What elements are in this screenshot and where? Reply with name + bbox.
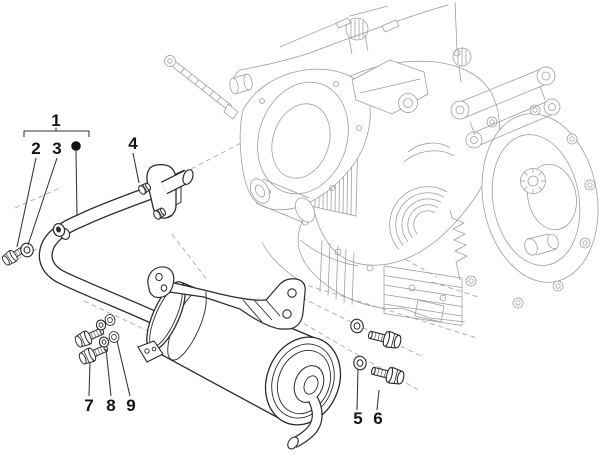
callout-label-9: 9 <box>126 396 135 415</box>
washer-9b <box>107 330 121 344</box>
leader-dot <box>75 150 78 217</box>
tailpipe-open-end <box>287 436 299 450</box>
callout-leaders <box>16 127 380 411</box>
muffler-assembly <box>137 266 342 450</box>
callout-label-1: 1 <box>51 111 60 130</box>
group-bracket-1 <box>23 127 90 137</box>
pipe-hanger-boss <box>52 223 71 240</box>
leader-7 <box>88 361 91 397</box>
leader-8 <box>105 348 112 397</box>
callout-labels: 1 2 3 4 5 6 7 8 9 <box>31 111 382 428</box>
bolt-6a <box>366 326 403 351</box>
muffler-bracket <box>147 266 306 330</box>
callout-label-6: 6 <box>373 409 382 428</box>
muffler-bracket-ear <box>147 266 175 299</box>
bracket-hole-upper <box>287 288 297 298</box>
muffler-front-tab <box>137 340 164 363</box>
engine-illustration <box>164 1 599 326</box>
washer-5a <box>349 317 365 335</box>
exhaust-header-pipe <box>38 163 194 325</box>
muffler-rear-cap <box>264 336 342 426</box>
callout-label-3: 3 <box>52 139 61 158</box>
leader-9 <box>116 340 131 397</box>
group-marker-dot <box>71 141 81 151</box>
leader-4 <box>132 152 140 184</box>
leader-3 <box>27 157 58 246</box>
callout-label-8: 8 <box>106 396 115 415</box>
bolt-6b <box>369 362 406 387</box>
washer-5b <box>352 354 368 372</box>
washer-3 <box>18 241 36 259</box>
leader-5 <box>356 368 359 411</box>
leader-2 <box>16 157 37 248</box>
bracket-hole-lower <box>282 309 292 319</box>
spring-washer-8b <box>97 335 111 349</box>
callout-label-4: 4 <box>128 134 138 153</box>
callout-label-5: 5 <box>353 409 362 428</box>
callout-label-7: 7 <box>84 396 93 415</box>
callout-label-2: 2 <box>31 139 40 158</box>
pipe-open-end <box>182 169 194 185</box>
leader-6 <box>376 389 380 411</box>
